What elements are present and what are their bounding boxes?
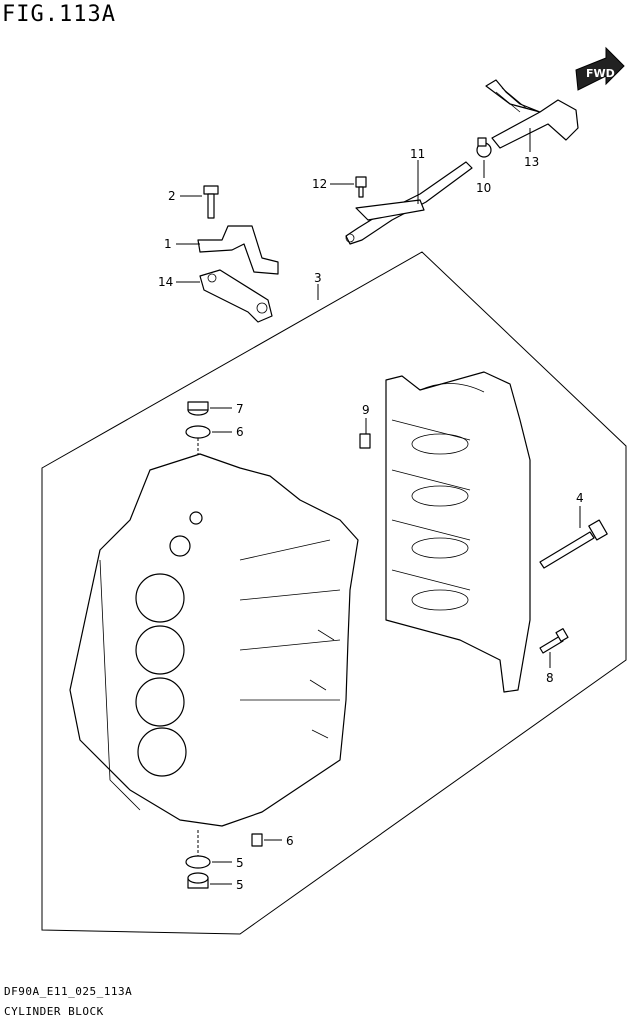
callout-5-bottom: 5 — [236, 856, 244, 870]
callout-7: 6 — [286, 834, 294, 848]
assembly-frame — [41, 251, 627, 935]
dowel-pin-part-8 — [359, 433, 371, 449]
callout-11: 11 — [410, 147, 425, 161]
gasket-part-5-top — [185, 425, 211, 439]
callout-4: 4 — [576, 491, 584, 505]
link-part-14 — [199, 269, 273, 323]
gasket-part-5-bottom — [185, 855, 211, 869]
callout-14: 14 — [158, 275, 173, 289]
callout-2: 2 — [168, 189, 176, 203]
leader-lines — [176, 128, 581, 885]
bolt-part-9 — [539, 628, 569, 654]
callout-1: 1 — [164, 237, 172, 251]
figure-name: CYLINDER BLOCK — [4, 1005, 104, 1018]
clip-part-10 — [476, 137, 492, 158]
callout-5-top: 6 — [236, 425, 244, 439]
bracket-part-1 — [197, 225, 279, 275]
callout-3: 3 — [314, 271, 322, 285]
callout-13: 13 — [524, 155, 539, 169]
valve-part-13 — [485, 79, 579, 149]
cylinder-block-part-3 — [69, 453, 359, 827]
callout-6-bottom: 5 — [236, 878, 244, 892]
callout-12: 12 — [312, 177, 327, 191]
crankcase-part-3 — [385, 371, 531, 693]
figure-title: FIG.113A — [2, 2, 116, 27]
figure-code: DF90A_E11_025_113A — [4, 985, 133, 998]
fwd-label: FWD — [586, 67, 615, 80]
plug-part-7 — [251, 833, 263, 847]
plug-part-6-top — [187, 401, 209, 416]
callout-8: 9 — [362, 403, 370, 417]
callout-9: 8 — [546, 671, 554, 685]
callout-6-top: 7 — [236, 402, 244, 416]
bolt-part-12 — [355, 176, 367, 198]
bolt-part-4 — [539, 519, 608, 569]
pipe-part-11 — [345, 161, 473, 245]
forward-arrow-icon: FWD — [575, 46, 625, 91]
callout-10: 10 — [476, 181, 491, 195]
plug-part-6-bottom — [187, 872, 209, 889]
bolt-part-2 — [203, 185, 219, 219]
